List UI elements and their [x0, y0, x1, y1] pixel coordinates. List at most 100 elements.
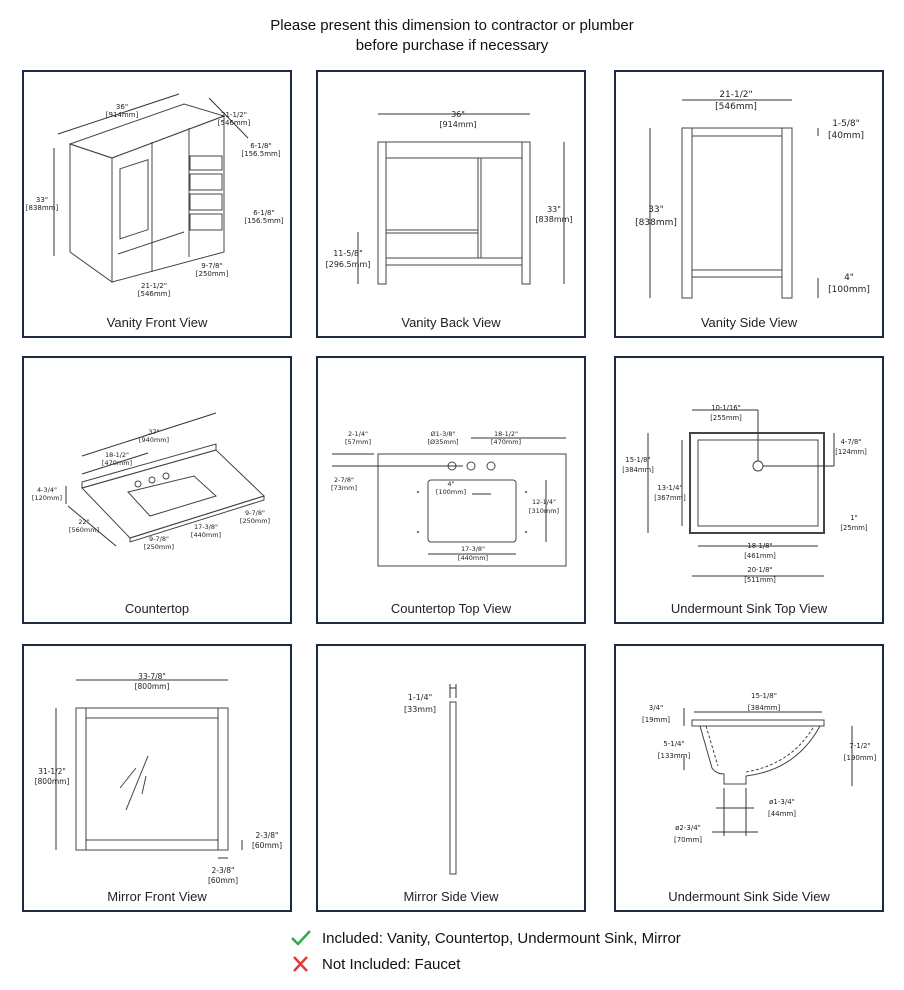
vanity-front-depth-in: 21-1/2"	[221, 111, 247, 119]
sink-top-drawing: 10-1/16" [255mm] 15-1/8" [384mm] 4-7/8" …	[622, 404, 868, 584]
sink-top-outer-h-in: 15-1/8"	[625, 456, 650, 464]
countertop-top-edge-mm: [57mm]	[345, 438, 371, 446]
countertop-center-mm: [470mm]	[102, 459, 132, 467]
sink-side-drawing: 15-1/8" [384mm] 3/4" [19mm] 5-1/4" [133m…	[642, 692, 877, 844]
countertop-center-in: 18-1/2"	[105, 451, 129, 459]
vanity-front-depth-mm: [546mm]	[218, 119, 251, 127]
sink-top-drain-x-in: 10-1/16"	[711, 404, 741, 412]
sink-top-drain-x-mm: [255mm]	[710, 414, 742, 422]
vanity-back-height-in: 33"	[547, 205, 561, 214]
panel-vanity-front: 36" [914mm] 21-1/2" [546mm] 6-1/8" [156.…	[22, 70, 292, 338]
vanity-side-height-in: 33"	[648, 205, 664, 215]
caption-mirror-side: Mirror Side View	[403, 889, 499, 904]
vanity-front-drawer2-in: 6-1/8"	[253, 209, 274, 217]
countertop-left-in: 9-7/8"	[149, 535, 169, 543]
vanity-front-drawer1-mm: [156.5mm]	[241, 150, 280, 158]
countertop-right-in: 9-7/8"	[245, 509, 265, 517]
sink-side-length-mm: [384mm]	[748, 704, 781, 712]
vanity-back-width-in: 36"	[451, 110, 465, 119]
countertop-sink-in: 17-3/8"	[194, 523, 218, 531]
vanity-back-shelf-in: 11-5/8"	[333, 249, 363, 258]
sink-top-outer-w-mm: [511mm]	[744, 576, 776, 584]
header-line-1: Please present this dimension to contrac…	[270, 17, 634, 34]
countertop-top-sinkwidth-in: 17-3/8"	[461, 545, 485, 553]
countertop-top-sinkdepth-mm: [310mm]	[529, 507, 559, 515]
vanity-front-leg-in: 9-7/8"	[201, 262, 222, 270]
legend-not-included: Not Included: Faucet	[290, 954, 460, 974]
mirror-front-height-mm: [800mm]	[35, 777, 70, 786]
vanity-side-height-mm: [838mm]	[635, 218, 677, 228]
sink-side-length-in: 15-1/8"	[751, 692, 777, 700]
countertop-top-drawing: 2-1/4" [57mm] Ø1-3/8" [Ø35mm] 18-1/2" [4…	[331, 430, 567, 567]
countertop-top-sinkwidth-mm: [440mm]	[458, 554, 488, 562]
mirror-side-drawing: 1-1/4" [33mm]	[404, 684, 457, 875]
cross-icon	[293, 956, 308, 972]
vanity-front-drawer1-in: 6-1/8"	[250, 142, 271, 150]
panel-countertop: 37" [940mm] 18-1/2" [470mm] 4-3/4" [120m…	[22, 356, 292, 624]
countertop-sink-mm: [440mm]	[191, 531, 221, 539]
sink-top-drain-y-in: 4-7/8"	[841, 438, 862, 446]
countertop-width-in: 37"	[148, 428, 159, 436]
mirror-front-width-in: 33-7/8"	[138, 672, 166, 681]
legend-included: Included: Vanity, Countertop, Undermount…	[290, 928, 681, 948]
vanity-side-toe-in: 4"	[844, 273, 854, 283]
caption-sink-top: Undermount Sink Top View	[670, 601, 828, 616]
countertop-top-sinkgap-in: 2-7/8"	[334, 476, 354, 484]
caption-vanity-front: Vanity Front View	[106, 315, 208, 330]
panel-mirror-front: 33-7/8" [800mm] 31-1/2" [800mm] 2-3/8" […	[22, 644, 292, 912]
countertop-top-center-in: 18-1/2"	[494, 430, 518, 438]
countertop-top-spread-mm: [100mm]	[436, 488, 466, 496]
vanity-back-width-mm: [914mm]	[439, 120, 476, 129]
caption-sink-side: Undermount Sink Side View	[668, 889, 830, 904]
mirror-front-drawing: 33-7/8" [800mm] 31-1/2" [800mm] 2-3/8" […	[35, 672, 282, 885]
vanity-front-height-in: 33"	[36, 196, 48, 204]
vanity-front-leg-mm: [250mm]	[196, 270, 229, 278]
vanity-side-depth-mm: [546mm]	[715, 102, 757, 112]
vanity-front-width-in: 36"	[116, 103, 128, 111]
vanity-side-toe-mm: [100mm]	[828, 285, 870, 295]
sink-top-rim-in: 1"	[850, 514, 857, 522]
mirror-front-frame-h-in: 2-3/8"	[212, 866, 235, 875]
mirror-front-frame-h-mm: [60mm]	[208, 876, 238, 885]
header-note: Please present this dimension to contrac…	[0, 16, 904, 56]
vanity-front-drawer2-mm: [156.5mm]	[244, 217, 283, 225]
sink-side-drain-in-in: ø1-3/4"	[769, 798, 795, 806]
mirror-front-height-in: 31-1/2"	[38, 767, 66, 776]
countertop-top-center-mm: [470mm]	[491, 438, 521, 446]
legend-included-text: Included: Vanity, Countertop, Undermount…	[322, 929, 681, 947]
sink-top-inner-w-mm: [461mm]	[744, 552, 776, 560]
countertop-top-sinkgap-mm: [73mm]	[331, 484, 357, 492]
sink-side-bowl-in: 5-1/4"	[663, 740, 684, 748]
caption-countertop: Countertop	[124, 601, 190, 616]
caption-vanity-side: Vanity Side View	[700, 315, 798, 330]
sink-top-outer-h-mm: [384mm]	[622, 466, 654, 474]
caption-countertop-top: Countertop Top View	[390, 601, 512, 616]
countertop-top-hole-mm: [Ø35mm]	[427, 438, 458, 446]
vanity-side-rail-in: 1-5/8"	[832, 119, 860, 129]
legend-not-included-text: Not Included: Faucet	[322, 955, 461, 973]
countertop-width-mm: [940mm]	[139, 436, 169, 444]
vanity-front-drawing: 36" [914mm] 21-1/2" [546mm] 6-1/8" [156.…	[26, 93, 284, 298]
countertop-drawing: 37" [940mm] 18-1/2" [470mm] 4-3/4" [120m…	[32, 412, 270, 551]
countertop-left-mm: [250mm]	[144, 543, 174, 551]
mirror-side-thick-in: 1-1/4"	[408, 693, 433, 702]
countertop-top-sinkdepth-in: 12-1/4"	[532, 498, 556, 506]
mirror-front-frame-v-in: 2-3/8"	[256, 831, 279, 840]
caption-mirror-front: Mirror Front View	[107, 889, 207, 904]
sink-top-outer-w-in: 20-1/8"	[747, 566, 772, 574]
countertop-splash-in: 4-3/4"	[37, 486, 57, 494]
panel-vanity-back: 36" [914mm] 33" [838mm] 11-5/8" [296.5mm…	[316, 70, 586, 338]
countertop-top-hole-in: Ø1-3/8"	[430, 430, 455, 438]
countertop-right-mm: [250mm]	[240, 517, 270, 525]
vanity-back-shelf-mm: [296.5mm]	[326, 260, 371, 269]
sink-side-drain-out-mm: [70mm]	[674, 836, 702, 844]
panel-sink-top: 10-1/16" [255mm] 15-1/8" [384mm] 4-7/8" …	[614, 356, 884, 624]
countertop-depth-in: 22"	[78, 518, 89, 526]
sink-side-bowl-mm: [133mm]	[658, 752, 691, 760]
mirror-front-frame-v-mm: [60mm]	[252, 841, 282, 850]
check-icon	[291, 930, 311, 946]
panel-sink-side: 15-1/8" [384mm] 3/4" [19mm] 5-1/4" [133m…	[614, 644, 884, 912]
vanity-front-width-mm: [914mm]	[106, 111, 139, 119]
mirror-front-width-mm: [800mm]	[135, 682, 170, 691]
sink-top-rim-mm: [25mm]	[840, 524, 868, 532]
